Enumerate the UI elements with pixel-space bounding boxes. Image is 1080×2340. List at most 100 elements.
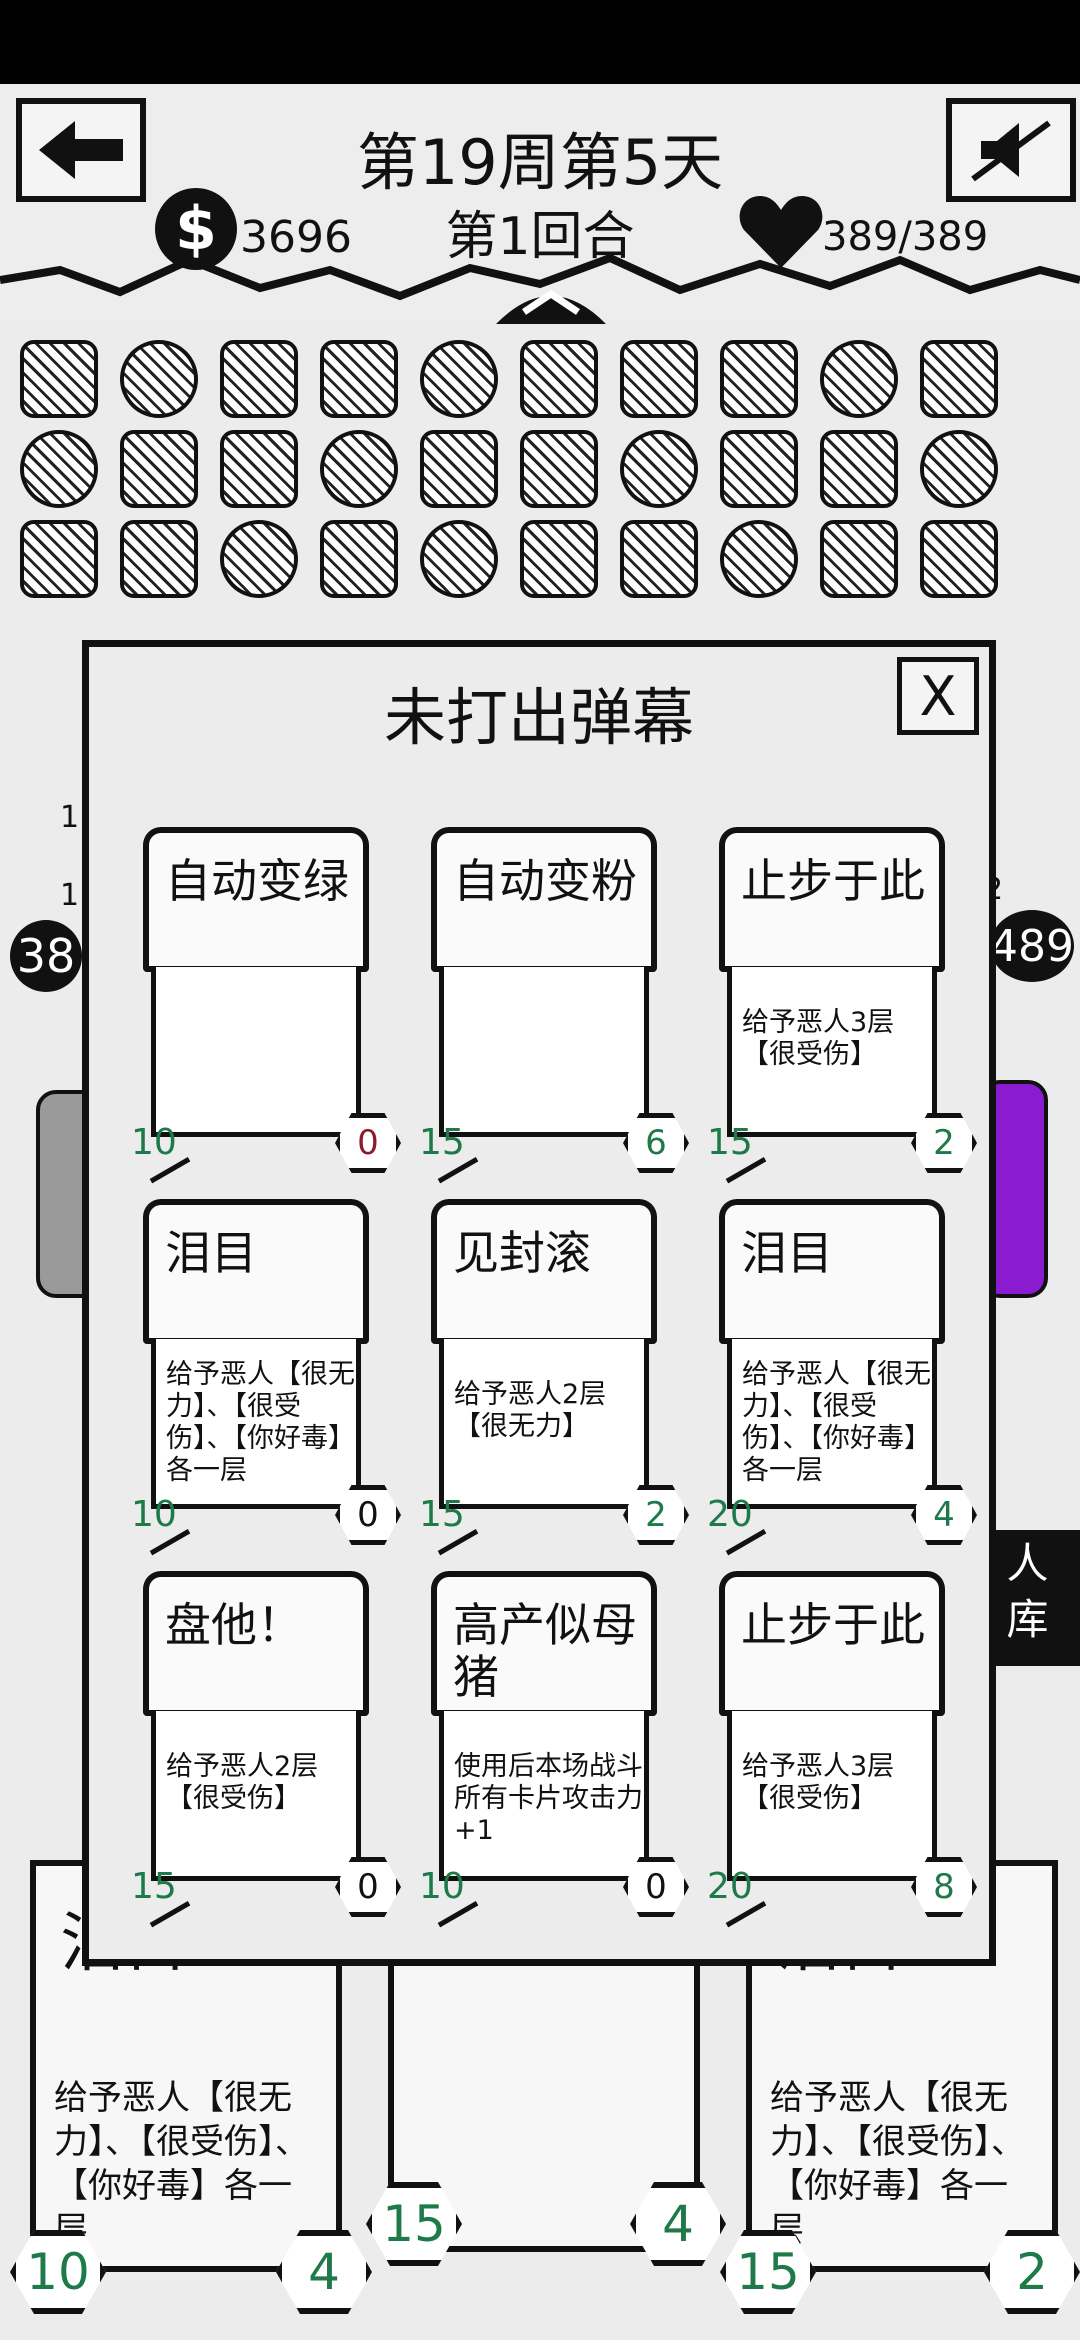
card-attack: 10 <box>131 1491 193 1539</box>
card-body: 给予恶人【很无力】、【很受伤】、【你好毒】各一层 <box>727 1339 937 1509</box>
card-attack: 10 <box>419 1863 481 1911</box>
dialog-title: 未打出弹幕 <box>383 681 694 754</box>
bg-small-number: 1 <box>60 800 80 835</box>
item-icon[interactable] <box>420 340 498 418</box>
week-day-title: 第19周第5天 <box>356 126 724 199</box>
card-cost: 0 <box>335 1857 401 1917</box>
card-desc: 给予恶人【很无力】、【很受伤】、【你好毒】各一层 <box>742 1359 931 1486</box>
item-icon[interactable] <box>520 430 598 508</box>
dialog-card[interactable]: 泪目给予恶人【很无力】、【很受伤】、【你好毒】各一层 10 0 <box>131 1199 401 1545</box>
torn-edge <box>0 253 1080 301</box>
hand-card-cost: 2 <box>984 2230 1080 2314</box>
card-name: 高产似母猪 <box>453 1598 637 1704</box>
item-icon[interactable] <box>120 340 198 418</box>
card-name: 盘他！ <box>165 1598 303 1652</box>
hand-card-desc: 给予恶人【很无力】、【很受伤】、【你好毒】各一层 <box>54 2078 309 2250</box>
card-attack: 10 <box>131 1119 193 1167</box>
item-icon[interactable] <box>420 520 498 598</box>
card-header: 自动变绿 <box>143 827 369 972</box>
card-name: 止步于此 <box>741 854 925 908</box>
item-icon[interactable] <box>620 340 698 418</box>
card-header: 泪目 <box>143 1199 369 1344</box>
item-icon[interactable] <box>520 520 598 598</box>
bg-small-number: 1 <box>60 878 80 913</box>
item-icon[interactable] <box>820 340 898 418</box>
item-icon[interactable] <box>420 430 498 508</box>
back-button[interactable] <box>16 98 146 202</box>
item-icon[interactable] <box>220 520 298 598</box>
card-attack: 20 <box>707 1491 769 1539</box>
item-icon[interactable] <box>220 340 298 418</box>
card-header: 盘他！ <box>143 1571 369 1716</box>
item-icon[interactable] <box>120 430 198 508</box>
item-icon[interactable] <box>720 520 798 598</box>
close-button[interactable]: X <box>897 657 979 735</box>
card-attack: 20 <box>707 1863 769 1911</box>
item-icon[interactable] <box>320 520 398 598</box>
unplayed-cards-dialog: 未打出弹幕 X 自动变绿 10 0 自动变粉 15 6 止步于此给予恶人3层【很受伤】 15 2… <box>82 640 996 1966</box>
item-icon[interactable] <box>20 430 98 508</box>
item-icon[interactable] <box>620 520 698 598</box>
card-header: 泪目 <box>719 1199 945 1344</box>
card-desc: 给予恶人3层【很受伤】 <box>742 1751 895 1814</box>
item-icon[interactable] <box>820 520 898 598</box>
card-attack: 15 <box>707 1119 769 1167</box>
item-inventory-grid <box>20 330 1060 650</box>
card-cost: 0 <box>335 1485 401 1545</box>
card-body: 给予恶人2层【很无力】 <box>439 1339 649 1509</box>
item-icon[interactable] <box>820 430 898 508</box>
deck-label-2: 库 <box>1006 1595 1049 1644</box>
item-icon[interactable] <box>220 430 298 508</box>
dialog-card[interactable]: 高产似母猪使用后本场战斗所有卡片攻击力+1 10 0 <box>419 1571 689 1917</box>
card-desc: 给予恶人【很无力】、【很受伤】、【你好毒】各一层 <box>166 1359 355 1486</box>
item-icon[interactable] <box>620 430 698 508</box>
mute-button[interactable] <box>946 98 1076 202</box>
item-icon[interactable] <box>920 430 998 508</box>
item-icon[interactable] <box>720 430 798 508</box>
card-attack: 15 <box>131 1863 193 1911</box>
heart-icon <box>739 196 823 268</box>
card-body: 使用后本场战斗所有卡片攻击力+1 <box>439 1711 649 1881</box>
item-icon[interactable] <box>320 340 398 418</box>
expand-up-chevron-icon[interactable] <box>496 268 606 324</box>
card-name: 泪目 <box>165 1226 257 1280</box>
card-cost: 6 <box>623 1113 689 1173</box>
card-cost: 8 <box>911 1857 977 1917</box>
card-desc: 使用后本场战斗所有卡片攻击力+1 <box>454 1751 643 1846</box>
item-icon[interactable] <box>20 520 98 598</box>
item-icon[interactable] <box>320 430 398 508</box>
money-value: 3696 <box>240 212 352 263</box>
card-name: 见封滚 <box>453 1226 591 1280</box>
card-cost: 0 <box>335 1113 401 1173</box>
item-icon[interactable] <box>520 340 598 418</box>
hand-card-attack: 15 <box>366 2182 462 2266</box>
speaker-muted-icon <box>971 120 1051 182</box>
hand-card-attack: 10 <box>10 2230 106 2314</box>
hand-card-cost: 4 <box>276 2230 372 2314</box>
item-icon[interactable] <box>20 340 98 418</box>
item-icon[interactable] <box>920 520 998 598</box>
item-icon[interactable] <box>120 520 198 598</box>
dialog-card[interactable]: 盘他！ 给予恶人2层【很受伤】 15 0 <box>131 1571 401 1917</box>
card-body: 给予恶人3层【很受伤】 <box>727 967 937 1137</box>
item-icon[interactable] <box>720 340 798 418</box>
hand-card-attack: 15 <box>720 2230 816 2314</box>
card-header: 止步于此 <box>719 827 945 972</box>
card-body: 给予恶人3层【很受伤】 <box>727 1711 937 1881</box>
dialog-card[interactable]: 自动变粉 15 6 <box>419 827 689 1173</box>
card-desc: 给予恶人2层【很受伤】 <box>166 1751 319 1814</box>
dialog-card[interactable]: 自动变绿 10 0 <box>131 827 401 1173</box>
card-name: 自动变绿 <box>165 854 349 908</box>
dollar-icon: $ <box>155 188 237 270</box>
card-cost: 0 <box>623 1857 689 1917</box>
card-desc: 给予恶人3层【很受伤】 <box>742 1007 895 1070</box>
card-cost: 4 <box>911 1485 977 1545</box>
item-icon[interactable] <box>920 340 998 418</box>
dialog-card[interactable]: 泪目给予恶人【很无力】、【很受伤】、【你好毒】各一层 20 4 <box>707 1199 977 1545</box>
card-attack: 15 <box>419 1119 481 1167</box>
card-attack: 15 <box>419 1491 481 1539</box>
card-header: 自动变粉 <box>431 827 657 972</box>
